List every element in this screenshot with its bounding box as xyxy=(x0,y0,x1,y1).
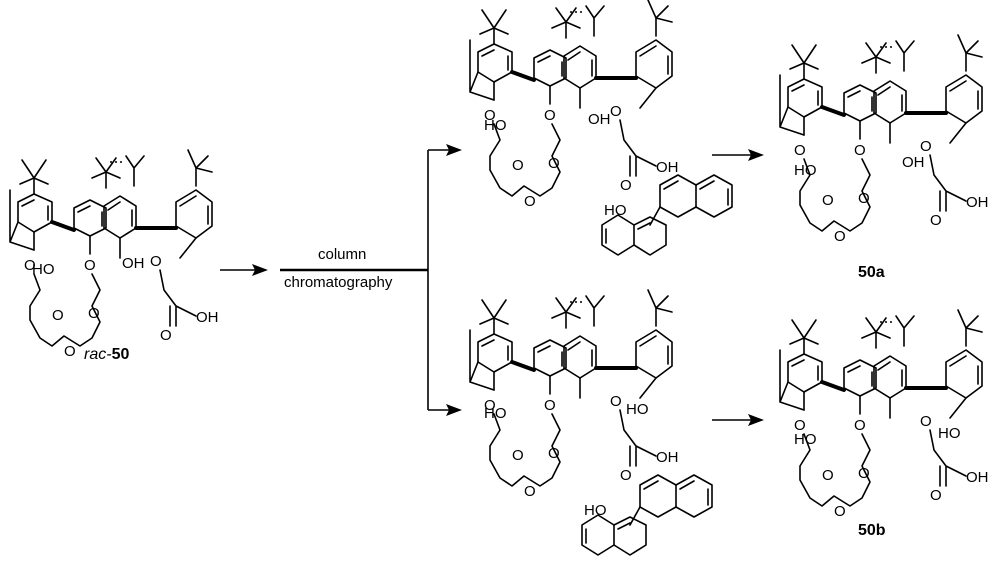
molecule-50b: HO HO xyxy=(778,308,991,522)
hydroxyl-atom: HO xyxy=(484,405,507,422)
molecule-50a: HO OH xyxy=(778,33,991,247)
condition-line-1: column xyxy=(318,246,367,263)
hydroxyl-atom: HO xyxy=(794,431,817,448)
hydroxyl-atom: HO xyxy=(484,117,507,134)
reaction-arrow xyxy=(220,264,268,276)
hydroxyl-atom: HO xyxy=(626,401,649,418)
hydroxyl-atom: HO xyxy=(32,261,55,278)
compound-label-50a: 50a xyxy=(858,264,885,282)
compound-number: 50 xyxy=(111,346,130,363)
hydroxyl-atom: OH xyxy=(122,255,145,272)
separation-branch xyxy=(280,144,462,416)
compound-number: 50a xyxy=(858,264,885,281)
hydroxyl-atom: OH xyxy=(588,111,611,128)
molecule-rac-50: HO OH xyxy=(8,148,221,362)
compound-label-50b: 50b xyxy=(858,522,886,540)
hydroxyl-atom: OH xyxy=(902,154,925,171)
reaction-arrow xyxy=(712,414,764,426)
condition-line-2: chromatography xyxy=(284,274,393,291)
compound-label-rac-50: rac-50 xyxy=(84,346,129,364)
reaction-arrow xyxy=(712,149,764,161)
hydroxyl-atom: HO xyxy=(794,162,817,179)
rac-prefix: rac- xyxy=(84,346,112,363)
compound-number: 50b xyxy=(858,522,886,539)
molecule-lower-ester: HO HO xyxy=(468,288,713,556)
molecule-upper-ester: HO OH xyxy=(468,0,733,256)
hydroxyl-atom: HO xyxy=(938,425,961,442)
